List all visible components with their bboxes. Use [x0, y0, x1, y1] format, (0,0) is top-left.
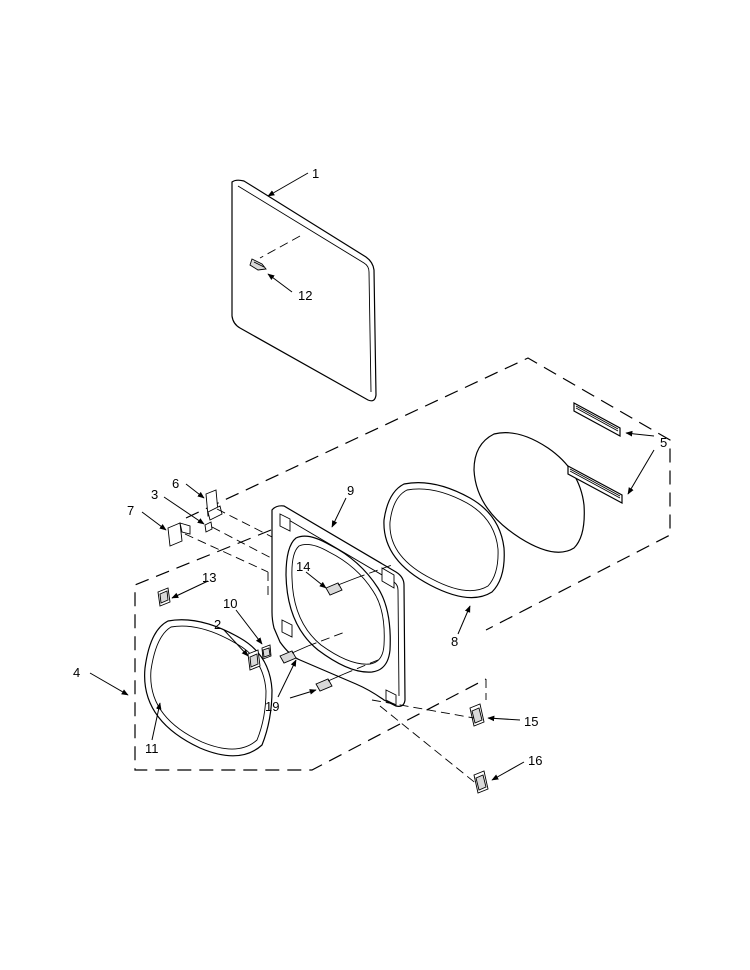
callout-6: 6 [172, 476, 179, 491]
screw-part-12 [249, 258, 267, 271]
part-10-switch [261, 644, 272, 660]
part-5-vent-strip-lower [567, 464, 623, 505]
callout-10: 10 [223, 596, 237, 611]
part-8-gasket [383, 482, 505, 599]
callout-4: 4 [73, 665, 80, 680]
callout-16: 16 [528, 753, 542, 768]
part-16-cap [473, 770, 489, 794]
part-window-glass [473, 432, 585, 553]
part-2-switch [247, 649, 261, 671]
cabinet-outline [185, 357, 671, 631]
callout-15: 15 [524, 714, 538, 729]
callout-8: 8 [451, 634, 458, 649]
callout-19: 19 [265, 699, 279, 714]
callout-2: 2 [214, 617, 221, 632]
front-assembly-outline [134, 529, 487, 771]
guide-lines-brackets [184, 508, 279, 600]
guide-lines-screws [307, 564, 393, 675]
part-front-panel [271, 505, 406, 707]
part-14-screw [325, 577, 357, 596]
callout-labels: 1 12 5 6 3 7 9 8 13 14 10 2 4 19 11 15 1… [73, 166, 667, 768]
callout-5: 5 [660, 435, 667, 450]
part-5-vent-strip-upper [573, 401, 621, 438]
guide-lines-caps [371, 679, 487, 786]
callout-12: 12 [298, 288, 312, 303]
part-7-bracket [167, 522, 191, 547]
part-15-cap [469, 703, 485, 727]
part-door-seal-front [144, 619, 273, 757]
part-3-clip [204, 521, 213, 533]
part-19-screw-a [279, 645, 309, 664]
part-top-panel [231, 179, 377, 402]
callout-13: 13 [202, 570, 216, 585]
callout-3: 3 [151, 487, 158, 502]
callout-9: 9 [347, 483, 354, 498]
callout-7: 7 [127, 503, 134, 518]
part-13-button [157, 587, 171, 607]
callout-1: 1 [312, 166, 319, 181]
callout-14: 14 [296, 559, 310, 574]
part-19-screw-b [315, 673, 345, 692]
leader-lines [89, 172, 655, 781]
part-6-bracket [205, 489, 223, 521]
callout-11: 11 [145, 741, 159, 756]
